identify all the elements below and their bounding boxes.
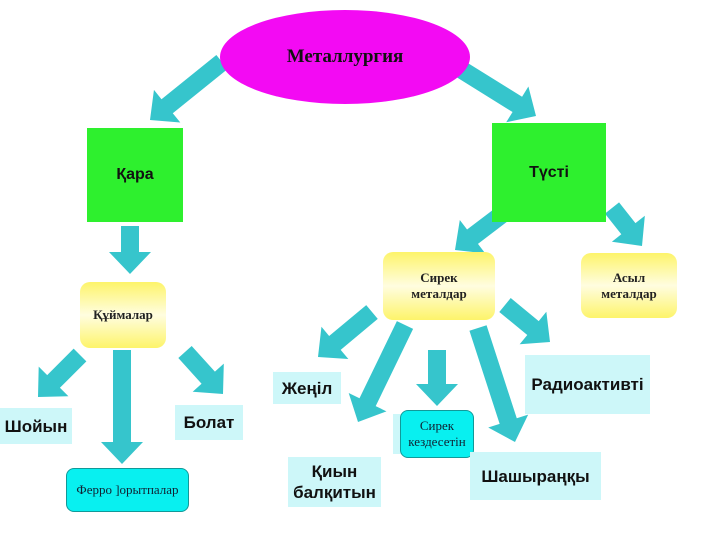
arrow-to-noble-icon <box>604 202 645 246</box>
radioactive-label: Радиоактивті <box>531 375 644 394</box>
alloys-node: Құймалар <box>80 282 166 348</box>
arrow-to-ferroalloys-icon <box>101 350 143 464</box>
light-label: Жеңіл <box>281 378 333 398</box>
scattered-node: Шашыраңқы <box>470 452 601 500</box>
ferroalloys-node: Ферро ]орытпалар <box>66 468 189 512</box>
cast-iron-node: Шойын <box>0 408 72 444</box>
arrow-to-nonferrous-icon <box>457 62 536 123</box>
light-node: Жеңіл <box>273 372 341 404</box>
metallurgy-node: Металлургия <box>220 10 470 104</box>
rare-metals-line1: Сирек <box>420 270 458 285</box>
arrow-to-rare-earth-icon <box>416 350 458 406</box>
rare-earth-line1: Сирек <box>419 418 455 433</box>
metallurgy-label: Металлургия <box>286 46 404 67</box>
arrow-to-cast-iron-icon <box>38 348 87 397</box>
refractory-line2: балқитын <box>293 483 376 502</box>
arrow-to-steel-icon <box>178 345 224 394</box>
alloys-label: Құймалар <box>93 307 153 322</box>
refractory-node: Қиын балқитын <box>288 457 381 507</box>
cast-iron-label: Шойын <box>4 416 68 436</box>
steel-label: Болат <box>183 413 235 432</box>
arrow-to-scattered-icon <box>469 325 529 442</box>
rare-metals-line2: металдар <box>411 286 467 301</box>
rare-earth-line2: кездесетін <box>408 434 466 449</box>
noble-metals-line1: Асыл <box>612 269 646 285</box>
radioactive-node: Радиоактивті <box>525 355 650 414</box>
nonferrous-label: Түсті <box>529 163 569 181</box>
steel-node: Болат <box>175 405 243 440</box>
arrow-to-radioactive-icon <box>499 298 550 345</box>
noble-metals-line2: металдар <box>601 285 657 301</box>
arrow-to-refractory-icon <box>348 321 414 422</box>
scattered-label: Шашыраңқы <box>481 466 590 486</box>
ferrous-node: Қара <box>87 128 183 222</box>
arrow-to-ferrous-icon <box>150 54 228 123</box>
arrow-to-light-icon <box>318 305 378 360</box>
nonferrous-node: Түсті <box>492 123 606 222</box>
arrow-to-alloys-icon <box>109 226 151 274</box>
refractory-line1: Қиын <box>311 462 358 481</box>
ferrous-label: Қара <box>116 166 154 183</box>
ferroalloys-label: Ферро ]орытпалар <box>76 482 179 497</box>
